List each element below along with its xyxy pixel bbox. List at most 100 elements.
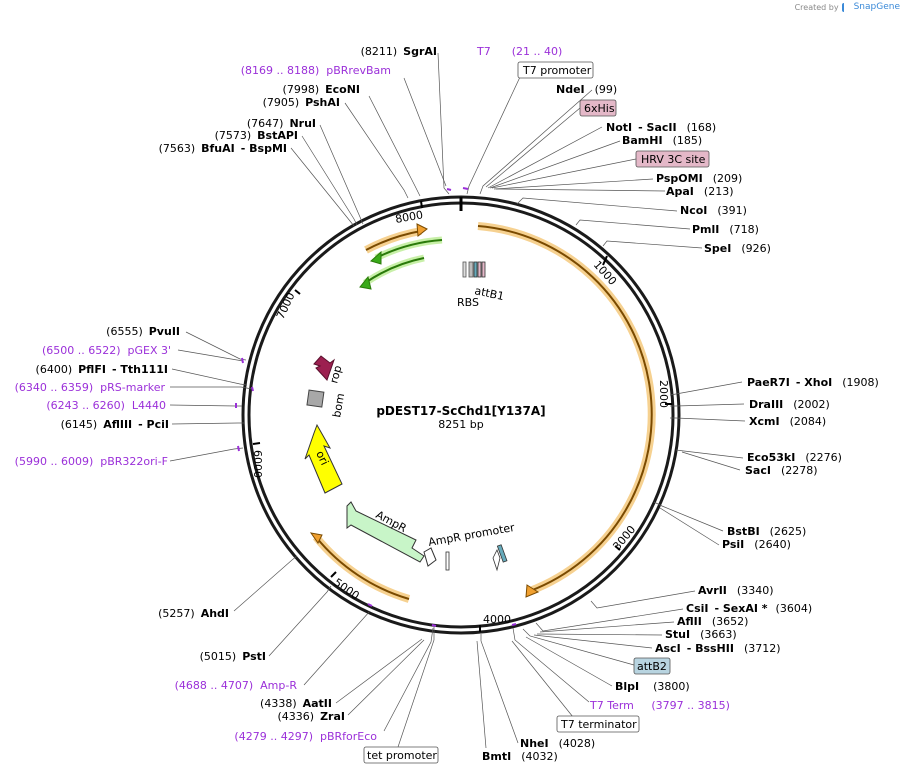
site-nhei: NheI(4028) (520, 737, 595, 750)
leader-pbrrevbam (403, 77, 447, 187)
site-blpi-name: BlpI (615, 680, 639, 693)
site-csii-name: CsiI (686, 602, 708, 615)
site-spei-pos: (926) (741, 242, 771, 255)
site-spei-name: SpeI (704, 242, 731, 255)
leader-tetpromoter (397, 626, 435, 748)
site-draiii-name: DraIII (749, 398, 783, 411)
tick-label-8000: 8000 (394, 208, 424, 226)
plasmid-name: pDEST17-ScChd1[Y137A] (376, 404, 545, 418)
site-csii: CsiI- SexAI *(3604) (686, 602, 812, 615)
primer-pbrforeco: (4279 .. 4297) pBRforEco (234, 730, 377, 743)
site-sgrai: (8211)SgrAI (361, 45, 437, 58)
ampr-arrow (346, 501, 425, 563)
primer-mark-ampr (367, 603, 373, 607)
logo-prefix: Created by (794, 2, 839, 12)
site-pmli-pos: (718) (729, 223, 759, 236)
site-ahdi: (5257)AhdI (158, 607, 229, 620)
site-noti-pos: (168) (687, 121, 717, 134)
site-psti: (5015) PstI (200, 650, 266, 663)
leader-t7terminator (511, 640, 574, 718)
left-orange-arc-head (309, 532, 323, 544)
site-eco53ki-name: Eco53kI (747, 451, 795, 464)
site-xhoi: PaeR7I- XhoI(1908) (747, 376, 879, 389)
leader-spei (602, 240, 703, 249)
site-nrui-name: NruI (289, 117, 316, 130)
leader-aatii (335, 638, 423, 704)
feature-rbs-mark (462, 261, 467, 278)
green-arcs (359, 236, 443, 290)
primer-t7: T7 (21 .. 40) (476, 45, 562, 58)
primer-mark-t7 (462, 187, 469, 190)
site-bstbi: BstBI(2625) (727, 525, 806, 538)
site-avrii: AvrII(3340) (698, 584, 773, 597)
leader-6xhis (485, 107, 581, 188)
site-zrai: (4336)ZraI (278, 710, 346, 723)
site-apai-pos: (213) (704, 185, 734, 198)
site-bstapi: (7573)BstAPI (215, 129, 298, 142)
leader-lines (169, 52, 746, 749)
site-aflii: AflII(3652) (677, 615, 748, 628)
left-orange-arc (315, 536, 410, 600)
feature-tet-mark (445, 551, 450, 571)
insert-arc-head (525, 584, 540, 598)
site-ncoi-name: NcoI (680, 204, 707, 217)
site-afliii-name: AflIII (103, 418, 132, 431)
feature-attb1-mark (481, 261, 486, 278)
site-ahdi-name: AhdI (201, 607, 229, 620)
site-econi: (7998)EcoNI (283, 83, 360, 96)
site-bstbi-pos: (2625) (770, 525, 807, 538)
leader-stui (536, 633, 663, 636)
site-psti-name: PstI (242, 650, 266, 663)
site-blpi: BlpI(3800) (615, 680, 690, 693)
label-bom: bom (330, 392, 347, 418)
tick-6000 (252, 442, 261, 445)
leader-attb2 (522, 628, 635, 666)
leader-pmli (575, 219, 691, 230)
site-stui-pos: (3663) (700, 628, 737, 641)
leader-brui (319, 124, 364, 225)
site-aflii-name: AflII (677, 615, 702, 628)
plasmid-length: 8251 bp (438, 418, 483, 431)
leader-bamhi (489, 140, 621, 189)
site-afliii-pos: (6145) (61, 418, 98, 431)
site-csii-pos: (3604) (776, 602, 813, 615)
site-pspomi-name: PspOMI (656, 172, 703, 185)
site-nrui-pos: (7647) (247, 117, 284, 130)
site-ndei-pos: (99) (595, 83, 618, 96)
primer-l4440: (6243 .. 6260) L4440 (46, 399, 166, 412)
site-bfuai: (7563)BfuAI- BspMI (159, 142, 287, 155)
leader-saci (681, 451, 741, 471)
site-psii: PsiI(2640) (722, 538, 791, 551)
site-psti-pos: (5015) (200, 650, 237, 663)
site-pvuii-name: PvuII (149, 325, 180, 338)
site-zrai-name: ZraI (320, 710, 345, 723)
site-bamhi-name: BamHI (622, 134, 663, 147)
leader-econi (368, 95, 421, 197)
leader-pvuii (185, 331, 247, 361)
leader-ndei (479, 89, 593, 195)
box-tetpromoter: tet promoter (367, 749, 437, 762)
site-draiii-pos: (2002) (793, 398, 830, 411)
site-pflfi-suffix: - Tth111I (112, 363, 168, 376)
boxed-labels: T7 promoter 6xHis HRV 3C site attB2 T7 t… (363, 61, 710, 764)
site-pmli: PmlI (718) (692, 223, 759, 236)
tick-3000 (614, 545, 621, 551)
leader-csii (535, 608, 684, 632)
box-6xhis-bg (579, 99, 617, 117)
site-pspomi: PspOMI(209) (656, 172, 742, 185)
tick-8000 (420, 200, 423, 209)
primer-t7term: T7 Term (3797 .. 3815) (589, 699, 730, 712)
site-bstapi-name: BstAPI (257, 129, 298, 142)
leader-psii (659, 507, 720, 546)
box-hrv: HRV 3C site (641, 153, 706, 166)
top-orange-arc-head (416, 223, 428, 237)
tick-5000 (330, 571, 337, 578)
site-psii-name: PsiI (722, 538, 744, 551)
site-xhoi-name: PaeR7I (747, 376, 790, 389)
site-pshai: (7905)PshAI (263, 96, 340, 109)
site-pmli-name: PmlI (692, 223, 719, 236)
site-noti-name: NotI (606, 121, 632, 134)
site-bamhi: BamHI(185) (622, 134, 702, 147)
leader-ncoi (516, 197, 678, 212)
leader-t7promoter (466, 76, 521, 195)
